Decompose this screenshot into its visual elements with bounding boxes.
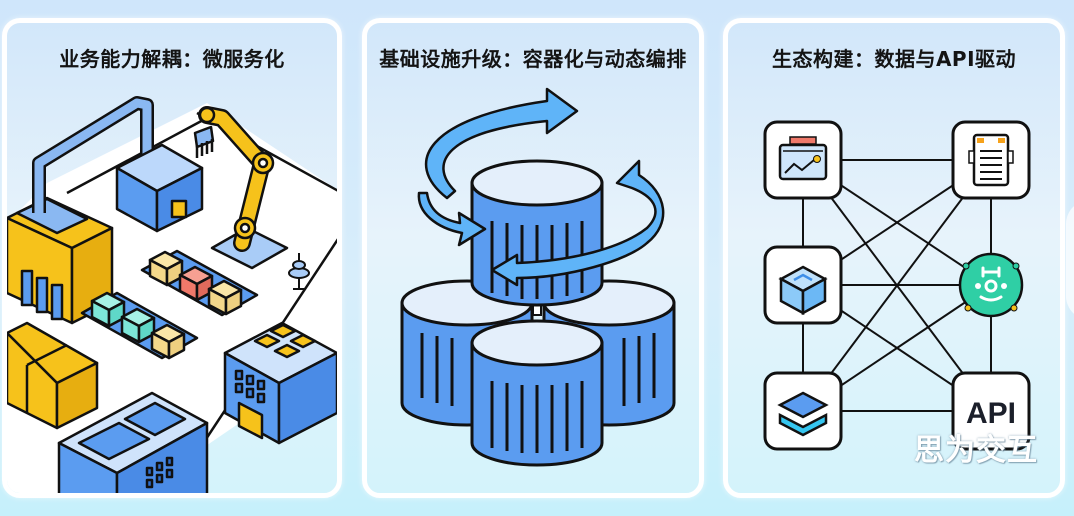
floor-edge xyxy=(66,116,208,195)
dashboard-chart-icon xyxy=(763,120,843,200)
pipe-arch-fill xyxy=(34,98,152,213)
panel-title: 生态构建：数据与API驱动 xyxy=(771,47,1017,71)
panel-containerization: 基础设施升级：容器化与动态编排 xyxy=(362,18,704,498)
office-building xyxy=(223,321,337,445)
container-cylinder xyxy=(470,319,604,467)
robot-hub-icon xyxy=(958,252,1024,318)
factory-illustration xyxy=(7,96,337,493)
container-cylinder xyxy=(400,279,534,427)
yellow-crates xyxy=(7,321,99,430)
network-illustration: API xyxy=(763,120,1031,451)
cube-icon xyxy=(763,245,843,325)
api-icon: API xyxy=(951,371,1031,451)
panel-title: 业务能力解耦：微服务化 xyxy=(59,47,285,71)
blue-box xyxy=(115,143,204,233)
document-server-icon xyxy=(951,120,1031,200)
panel-microservices: 业务能力解耦：微服务化 xyxy=(2,18,342,498)
watermark: 思为交互 xyxy=(914,433,1038,468)
data-center-building xyxy=(57,391,209,493)
conveyor-upper xyxy=(140,249,259,317)
robot-arm xyxy=(193,106,289,270)
edge-card xyxy=(1066,200,1074,320)
layers-icon xyxy=(763,371,843,451)
cylinders-illustration xyxy=(400,87,676,467)
container-cylinder xyxy=(542,279,676,427)
rotate-arrow-left xyxy=(417,191,487,247)
sensor-device xyxy=(288,253,310,290)
panel-title: 基础设施升级：容器化与动态编排 xyxy=(379,47,687,71)
api-label: API xyxy=(966,397,1016,430)
conveyor-lower xyxy=(80,291,199,360)
panel-ecosystem: 生态构建：数据与API驱动 xyxy=(723,18,1065,498)
rotate-arrow-right xyxy=(490,159,665,287)
container-cylinder xyxy=(470,159,604,307)
rotate-arrow-top xyxy=(424,87,579,200)
